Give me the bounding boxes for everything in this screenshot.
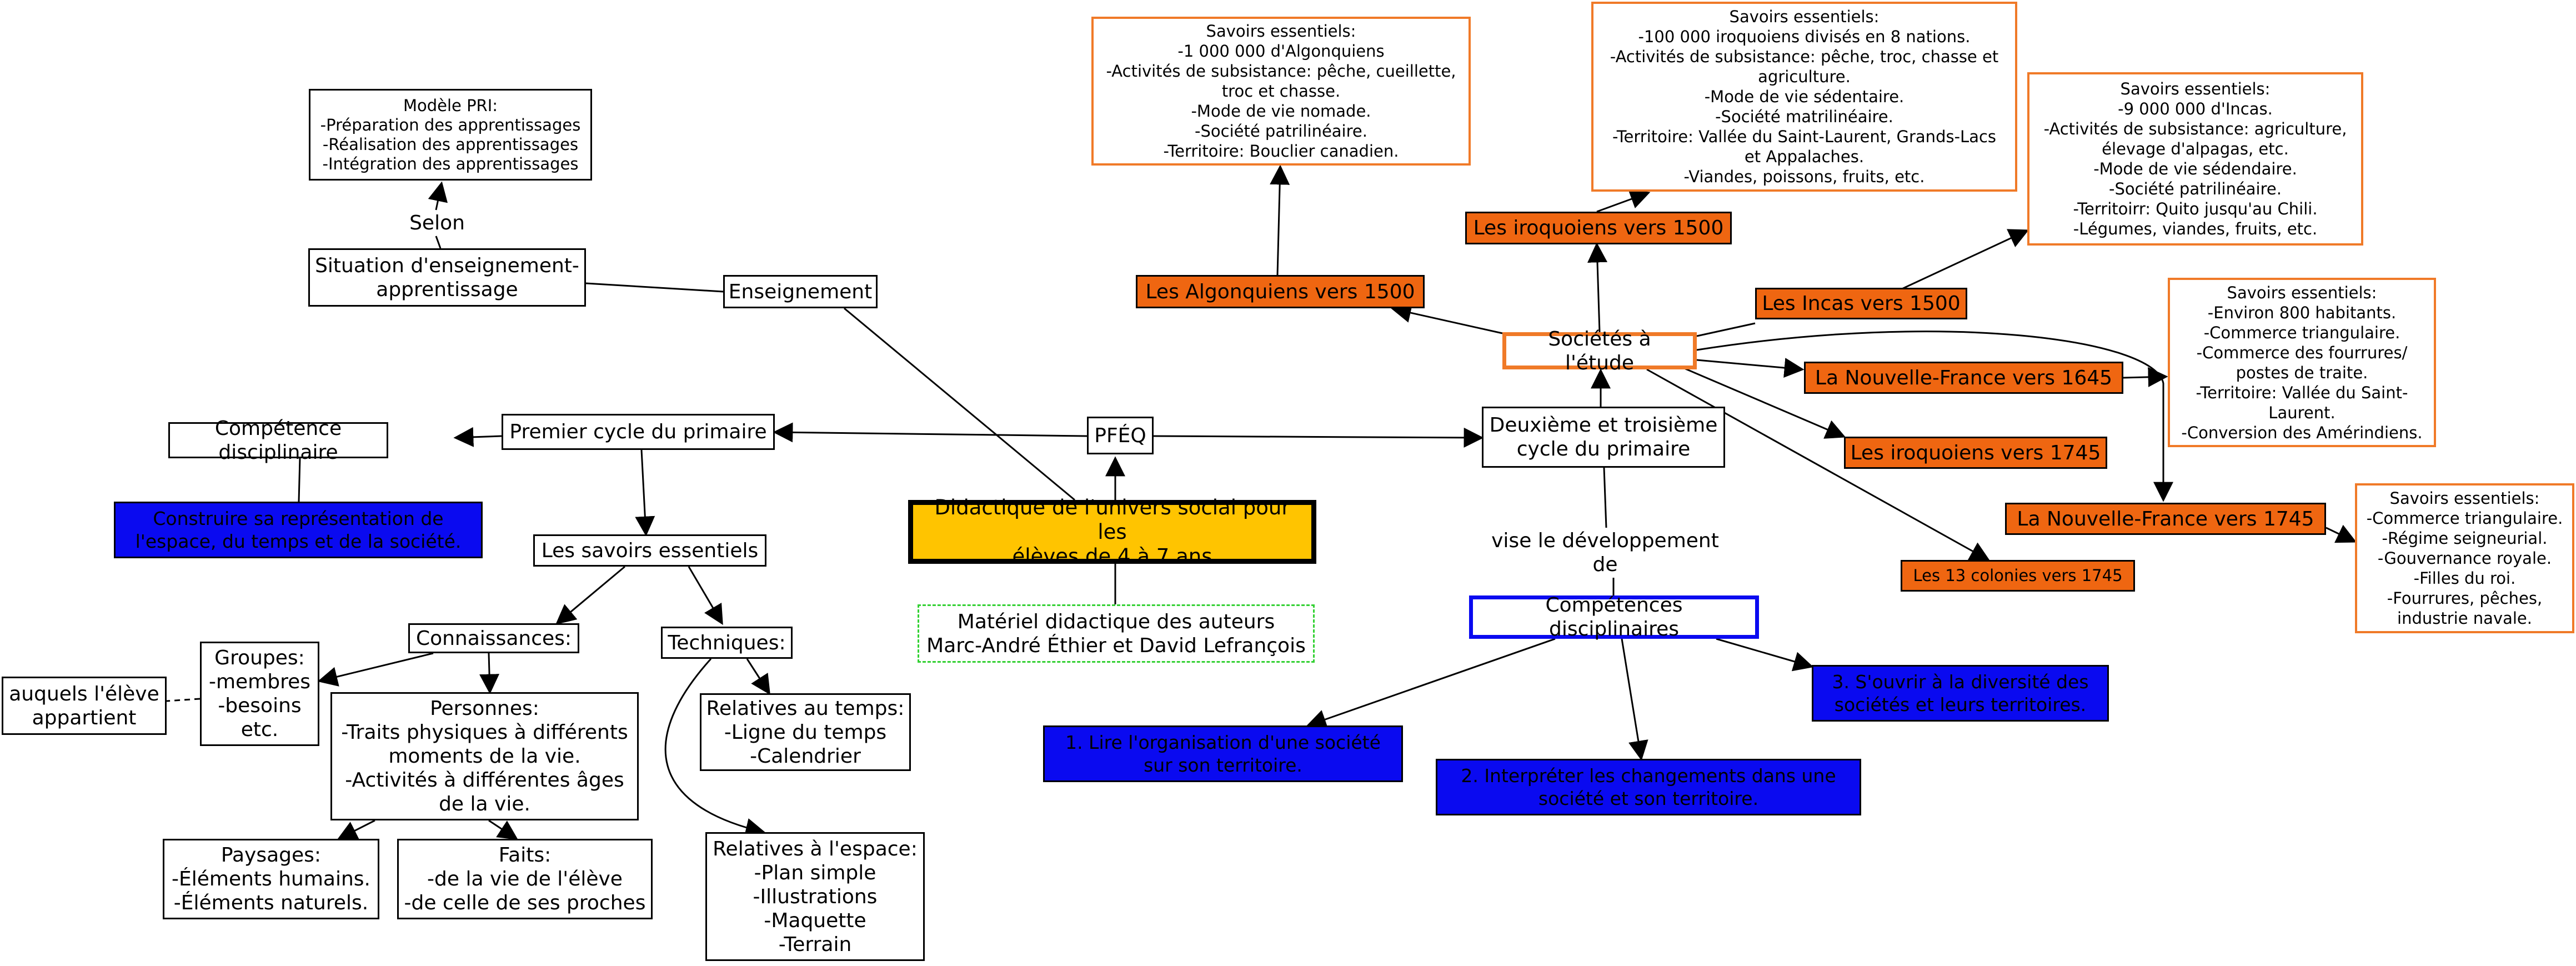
edge-savoirs-techniques [688, 566, 723, 625]
edge-central-enseignement [844, 307, 1075, 501]
iroquoiens-1745-node[interactable]: Les iroquoiens vers 1745 [1844, 437, 2107, 469]
nouvelle-france-1645-node[interactable]: La Nouvelle-France vers 1645 [1804, 362, 2123, 394]
enseignement-node[interactable]: Enseignement [723, 275, 878, 308]
deuxieme-cycle-node[interactable]: Deuxième et troisième cycle du primaire [1482, 407, 1725, 468]
savoirs-essentiels-node[interactable]: Les savoirs essentiels [533, 534, 766, 567]
edge-pfeq-premier [773, 422, 1087, 443]
incas-node[interactable]: Les Incas vers 1500 [1755, 288, 1967, 319]
edge-algonquiens-savoirs [1270, 164, 1290, 276]
edge-personnes-faits [488, 819, 519, 840]
edge-societes-nf1645 [1696, 358, 1805, 378]
faits-node[interactable]: Faits: -de la vie de l'élève -de celle d… [397, 839, 653, 919]
edge-competences-comp3 [1716, 638, 1814, 672]
edge-techniques-espace [664, 658, 766, 838]
savoirs-algonquiens-box: Savoirs essentiels: -1 000 000 d'Algonqu… [1091, 17, 1471, 166]
edge-societes-incas [1696, 322, 1756, 337]
edge-personnes-paysages [337, 819, 375, 840]
relatives-espace-node[interactable]: Relatives à l'espace: -Plan simple -Illu… [705, 832, 925, 961]
groupes-node[interactable]: Groupes: -membres -besoins etc. [200, 642, 319, 746]
edge-enseignement-situation [585, 282, 724, 293]
edge-competence-construire [298, 458, 301, 502]
premier-cycle-node[interactable]: Premier cycle du primaire [502, 414, 775, 450]
edge-societes-colonies [1646, 368, 1991, 561]
selon-label: Selon [409, 212, 465, 234]
edge-societes-iroquoiens1745 [1682, 367, 1846, 439]
algonquiens-node[interactable]: Les Algonquiens vers 1500 [1136, 275, 1425, 308]
competence-1[interactable]: 1. Lire l'organisation d'une société sur… [1043, 725, 1403, 782]
paysages-node[interactable]: Paysages: -Éléments humains. -Éléments n… [163, 839, 379, 919]
nouvelle-france-1745-node[interactable]: La Nouvelle-France vers 1745 [2005, 503, 2326, 535]
edge-savoirs-connaissances [555, 565, 625, 625]
edge-selon-modele [428, 181, 448, 211]
iroquoiens-1500-node[interactable]: Les iroquoiens vers 1500 [1465, 212, 1732, 244]
edge-techniques-temps [746, 658, 770, 695]
edge-deuxieme-vise [1603, 467, 1607, 528]
situation-node[interactable]: Situation d'enseignement- apprentissage [308, 248, 586, 307]
personnes-node[interactable]: Personnes: -Traits physiques à différent… [330, 692, 639, 820]
construire-competence[interactable]: Construire sa représentation de l'espace… [114, 502, 483, 558]
modele-pri-node[interactable]: Modèle PRI: -Préparation des apprentissa… [309, 89, 592, 181]
edge-situation-selon [435, 236, 442, 249]
edge-pfeq-deuxieme [1153, 427, 1484, 448]
vise-label: vise le développement de [1491, 529, 1719, 576]
edge-nf1745-savoirs [2326, 524, 2357, 543]
edge-premier-competence [453, 427, 502, 447]
edge-nf1645-savoirs [2123, 367, 2168, 387]
savoirs-incas-box: Savoirs essentiels: -9 000 000 d'Incas. … [2027, 72, 2363, 246]
competence-3[interactable]: 3. S'ouvrir à la diversité des sociétés … [1812, 665, 2109, 722]
savoirs-nf1645-box: Savoirs essentiels: -Environ 800 habitan… [2168, 278, 2436, 447]
edge-competences-comp1 [1306, 638, 1556, 729]
societes-node[interactable]: Sociétés à l'étude [1502, 328, 1697, 374]
materiel-node[interactable]: Matériel didactique des auteurs Marc-And… [918, 604, 1315, 663]
edge-societes-algonquiens [1391, 303, 1503, 334]
edge-societes-nf1745 [1696, 331, 2173, 502]
edge-incas-savoirs [1899, 229, 2029, 291]
edge-connaissances-personnes [479, 653, 500, 694]
edge-premier-savoirs [635, 449, 655, 537]
savoirs-iroquoiens-box: Savoirs essentiels: -100 000 iroquoiens … [1591, 2, 2017, 192]
competence-2[interactable]: 2. Interpréter les changements dans une … [1436, 759, 1861, 815]
edge-societes-iroquoiens1500 [1587, 242, 1608, 333]
edge-groupes-auquels [166, 698, 201, 702]
connaissances-node[interactable]: Connaissances: [408, 623, 579, 653]
edge-competences-comp2 [1621, 638, 1648, 761]
relatives-temps-node[interactable]: Relatives au temps: -Ligne du temps -Cal… [700, 693, 911, 771]
colonies-1745-node[interactable]: Les 13 colonies vers 1745 [1901, 560, 2135, 592]
savoirs-nf1745-box: Savoirs essentiels: -Commerce triangulai… [2355, 483, 2574, 633]
edge-connaissances-groupes [317, 652, 434, 687]
edge-iroquoiens1500-savoirs [1596, 189, 1651, 213]
competences-disciplinaires-node[interactable]: Compétences disciplinaires [1469, 594, 1759, 640]
central-topic[interactable]: Didactique de l'univers social pour les … [908, 495, 1316, 568]
techniques-node[interactable]: Techniques: [661, 627, 793, 659]
pfeq-node[interactable]: PFÉQ [1087, 417, 1154, 454]
competence-disciplinaire-node[interactable]: Compétence disciplinaire [168, 417, 388, 464]
auquels-node[interactable]: auquels l'élève appartient [2, 677, 167, 735]
